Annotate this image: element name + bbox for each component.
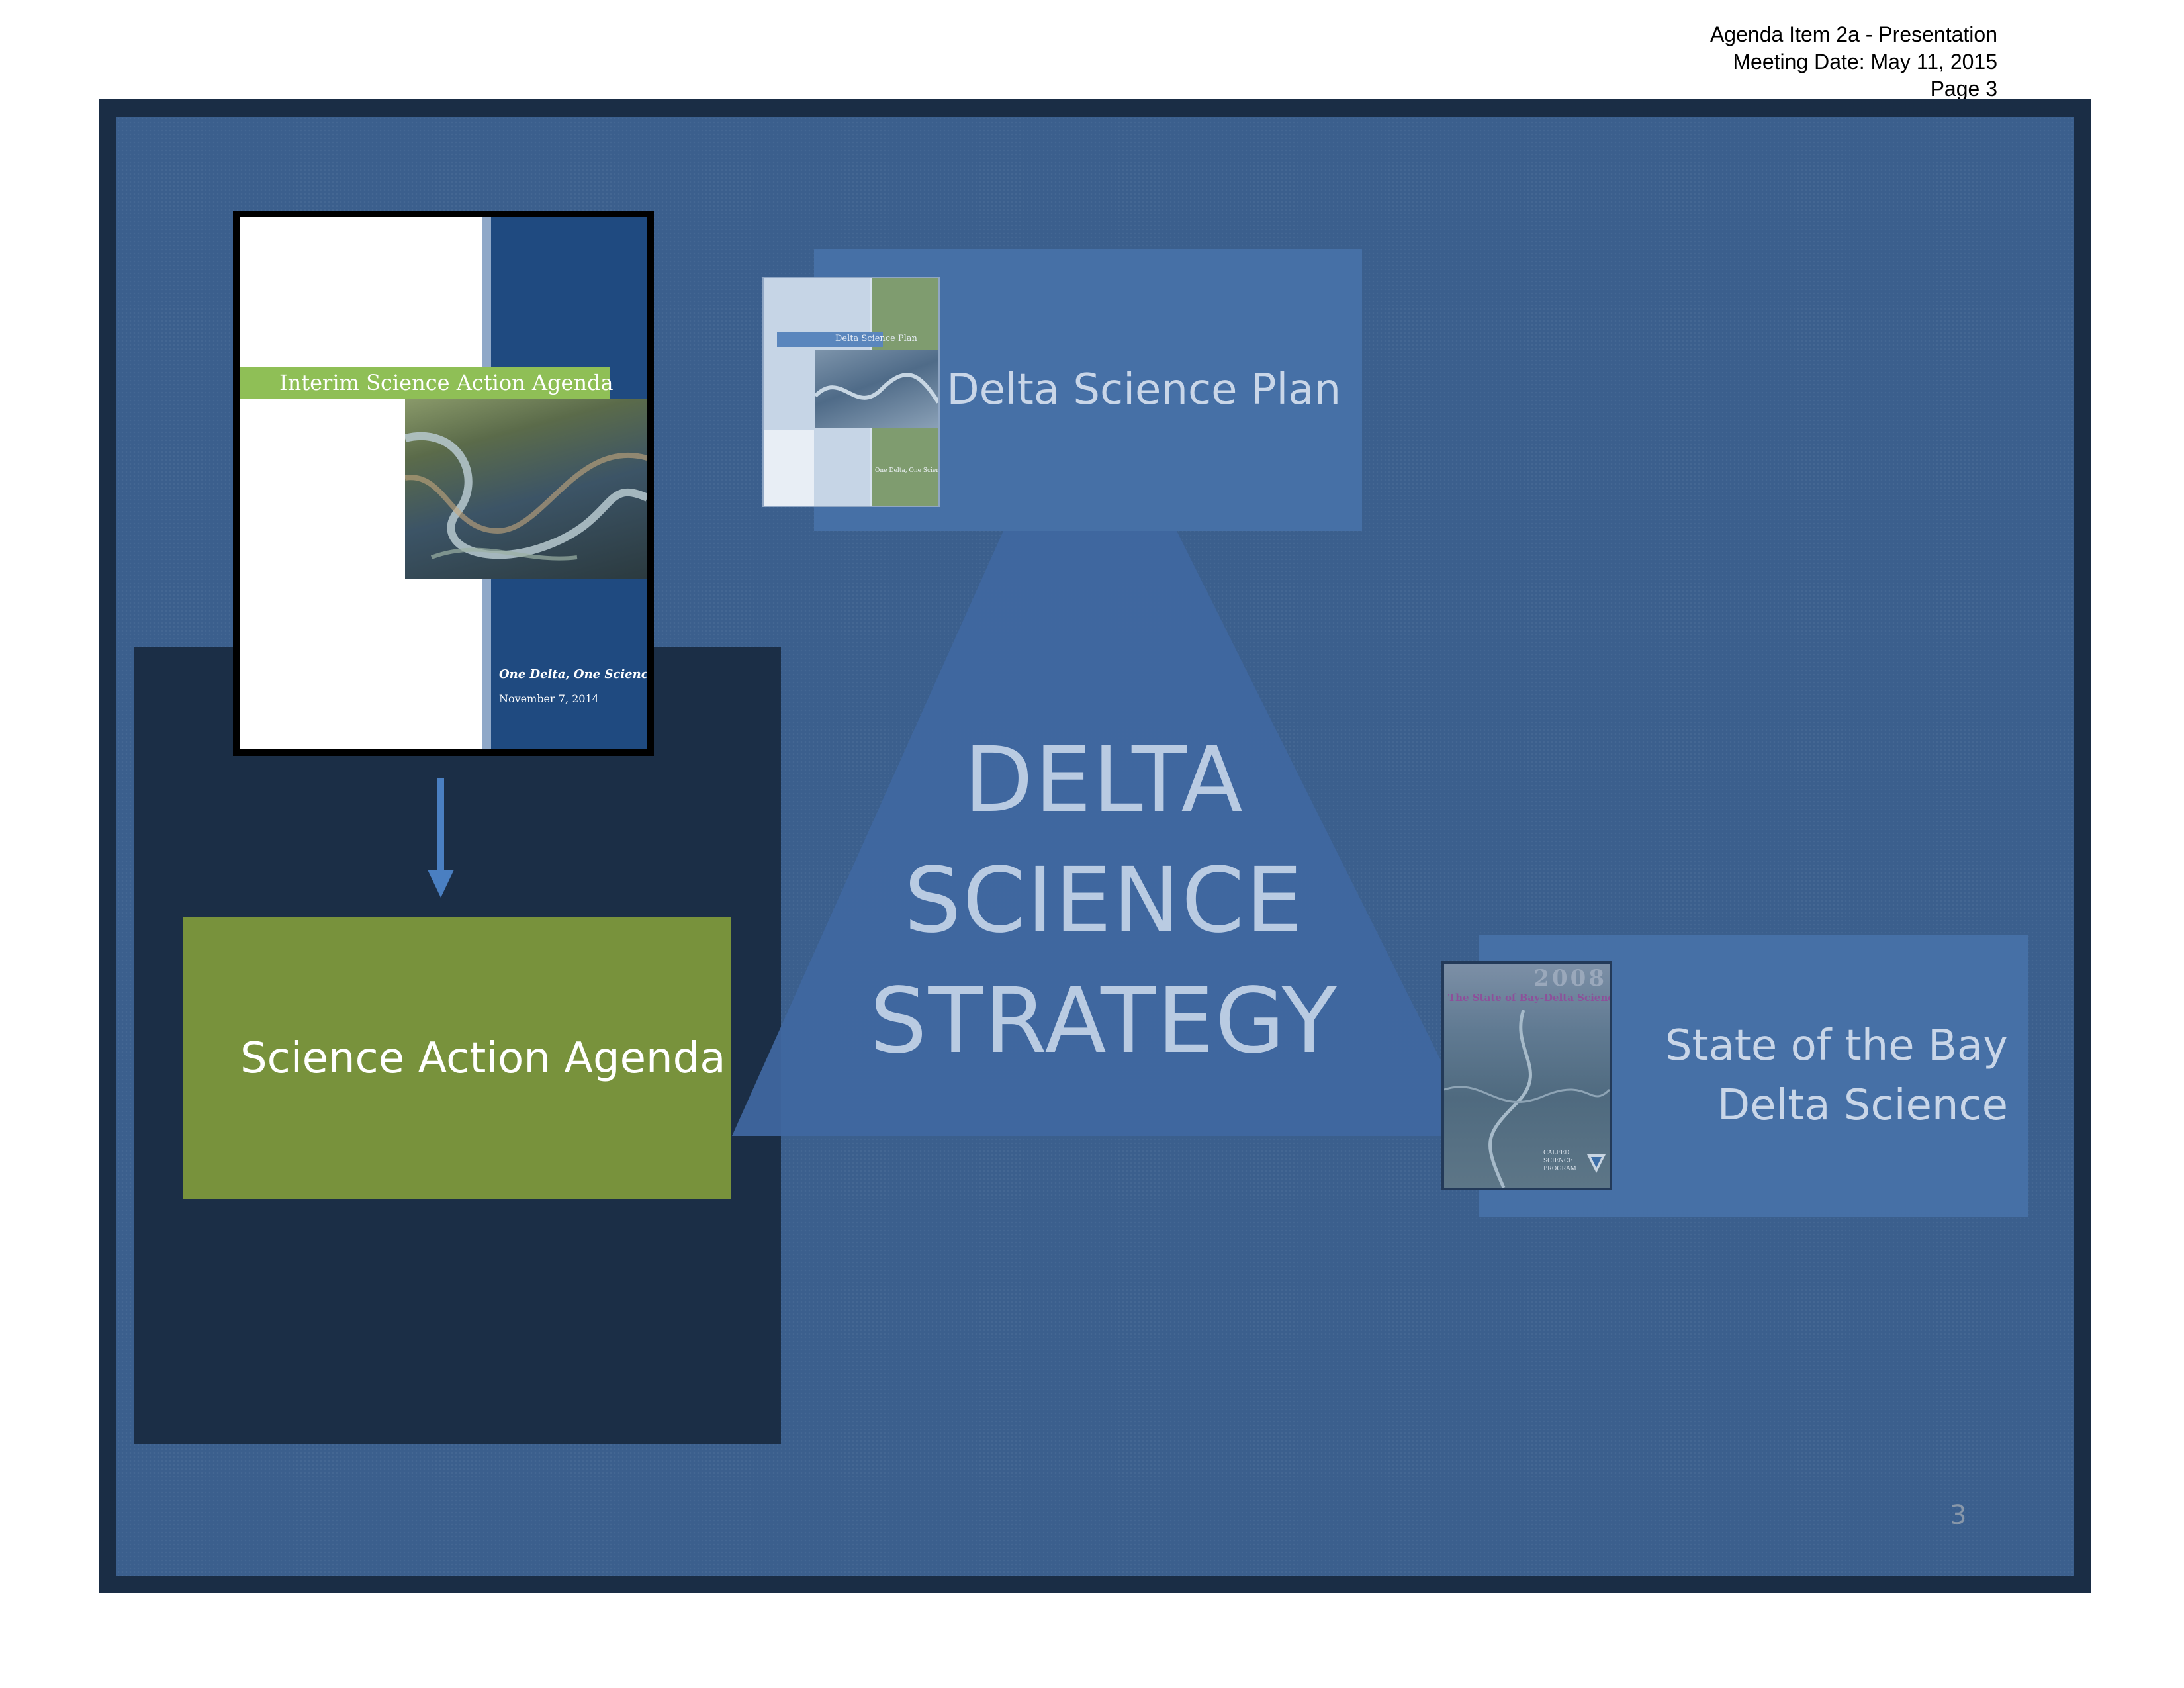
- slide-number: 3: [1950, 1500, 1967, 1530]
- state-of-the-bay-cover-title: The State of Bay-Delta Science: [1448, 992, 1612, 1004]
- interim-science-action-agenda-cover-image: Interim Science Action Agenda One Delta,…: [233, 211, 654, 756]
- delta-science-plan-river-icon: [815, 373, 938, 404]
- delta-science-plan-cover-image: Delta Science Plan One Delta, One Scienc…: [762, 277, 940, 507]
- interim-cover-tagline: One Delta, One Science: [499, 667, 647, 681]
- meeting-date-line: Meeting Date: May 11, 2015: [1733, 50, 1997, 73]
- triangle-shape: [732, 531, 1479, 1136]
- state-of-the-bay-cover-publisher: CALFED SCIENCE PROGRAM: [1543, 1150, 1576, 1172]
- state-of-the-bay-label-line1: State of the Bay: [1664, 1021, 2008, 1070]
- delta-science-plan-label: Delta Science Plan: [946, 365, 1341, 414]
- strategy-line-delta: DELTA: [964, 728, 1244, 833]
- calfed-logo-icon: [1587, 1154, 1606, 1173]
- delta-science-plan-cover-title: Delta Science Plan: [835, 334, 917, 344]
- strategy-triangle: [732, 531, 1479, 1136]
- interim-cover-title: Interim Science Action Agenda: [279, 370, 614, 395]
- interim-cover-river-icon: [405, 432, 647, 561]
- science-action-agenda-label: Science Action Agenda: [240, 1034, 726, 1083]
- delta-science-strategy-title: DELTA SCIENCE STRATEGY: [814, 720, 1394, 1082]
- slide: Delta Science Plan Delta Science Plan On…: [116, 117, 2074, 1576]
- page-header: Agenda Item 2a - Presentation Meeting Da…: [1710, 21, 1997, 103]
- state-of-the-bay-label-line2: Delta Science: [1717, 1081, 2008, 1130]
- state-of-the-bay-cover-image: 2008 The State of Bay-Delta Science CALF…: [1441, 961, 1612, 1190]
- agenda-item-line: Agenda Item 2a - Presentation: [1709, 23, 1997, 46]
- delta-science-plan-cover-tagline: One Delta, One Science: [875, 467, 940, 474]
- state-of-the-bay-river-icon: [1444, 1010, 1610, 1188]
- strategy-line-science: SCIENCE: [904, 849, 1304, 953]
- state-of-the-bay-cover-year: 2008: [1533, 965, 1607, 992]
- interim-cover-date: November 7, 2014: [499, 692, 599, 705]
- down-arrow-icon: [428, 778, 454, 898]
- strategy-line-strategy: STRATEGY: [870, 969, 1338, 1074]
- science-action-agenda-box: Science Action Agenda: [183, 917, 731, 1199]
- page-number-line: Page 3: [1930, 77, 1997, 101]
- state-of-the-bay-label: State of the Bay Delta Science: [1665, 935, 2008, 1217]
